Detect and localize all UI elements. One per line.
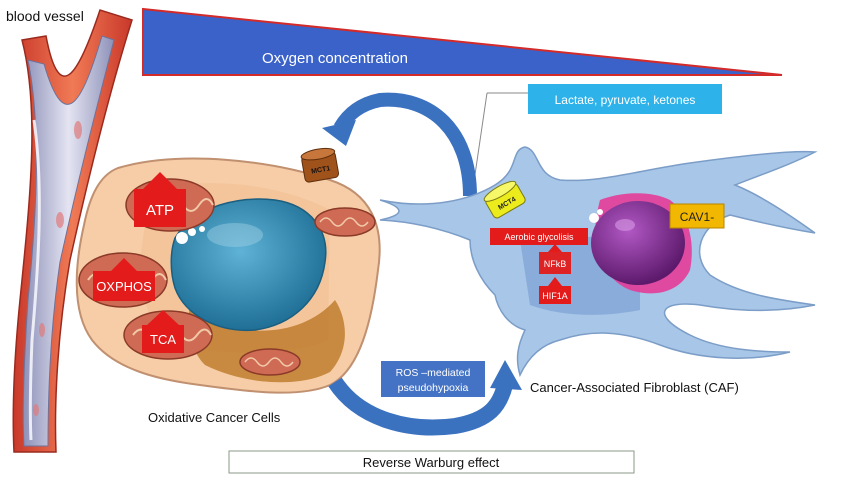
oxygen-concentration-label: Oxygen concentration	[262, 50, 408, 67]
ros-label-line2: pseudohypoxia	[398, 382, 469, 394]
caf-cell	[379, 146, 818, 378]
atp-badge: ATP	[134, 172, 186, 227]
nfkb-label: NFkB	[544, 259, 567, 269]
cav1-label: CAV1-	[680, 210, 714, 224]
oxphos-label: OXPHOS	[96, 279, 152, 294]
oxygen-concentration-wedge: Oxygen concentration	[142, 7, 783, 76]
lactate-label: Lactate, pyruvate, ketones	[555, 93, 696, 107]
mct1-transporter: MCT1	[300, 147, 340, 183]
blood-vessel-label: blood vessel	[6, 8, 84, 24]
aerobic-glycolysis-label: Aerobic glycolisis	[504, 232, 574, 242]
caf-caption: Cancer-Associated Fibroblast (CAF)	[530, 380, 739, 395]
ros-flow-arrow	[328, 360, 522, 436]
mct4-transporter: MCT4	[483, 180, 526, 219]
oxidative-cells-caption: Oxidative Cancer Cells	[148, 410, 281, 425]
atp-label: ATP	[146, 202, 174, 219]
ros-badge: ROS –mediated pseudohypoxia	[381, 361, 485, 397]
cav1-badge: CAV1-	[669, 203, 725, 229]
tca-badge: TCA	[142, 310, 184, 353]
hif1a-label: HIF1A	[542, 291, 568, 301]
mitochondrion-bottom	[239, 348, 301, 376]
ros-label-line1: ROS –mediated	[396, 367, 471, 379]
glycolysis-pathway: Aerobic glycolisis NFkB HIF1A	[490, 228, 588, 304]
reverse-warburg-label: Reverse Warburg effect	[363, 455, 500, 470]
mct1-label: MCT1	[311, 165, 331, 175]
lactate-flow-arrow	[322, 92, 477, 197]
tca-label: TCA	[150, 332, 176, 347]
reverse-warburg-box: Reverse Warburg effect	[228, 450, 635, 474]
mitochondrion-right	[314, 207, 376, 237]
oxphos-badge: OXPHOS	[93, 258, 155, 301]
blood-vessel	[12, 9, 133, 453]
